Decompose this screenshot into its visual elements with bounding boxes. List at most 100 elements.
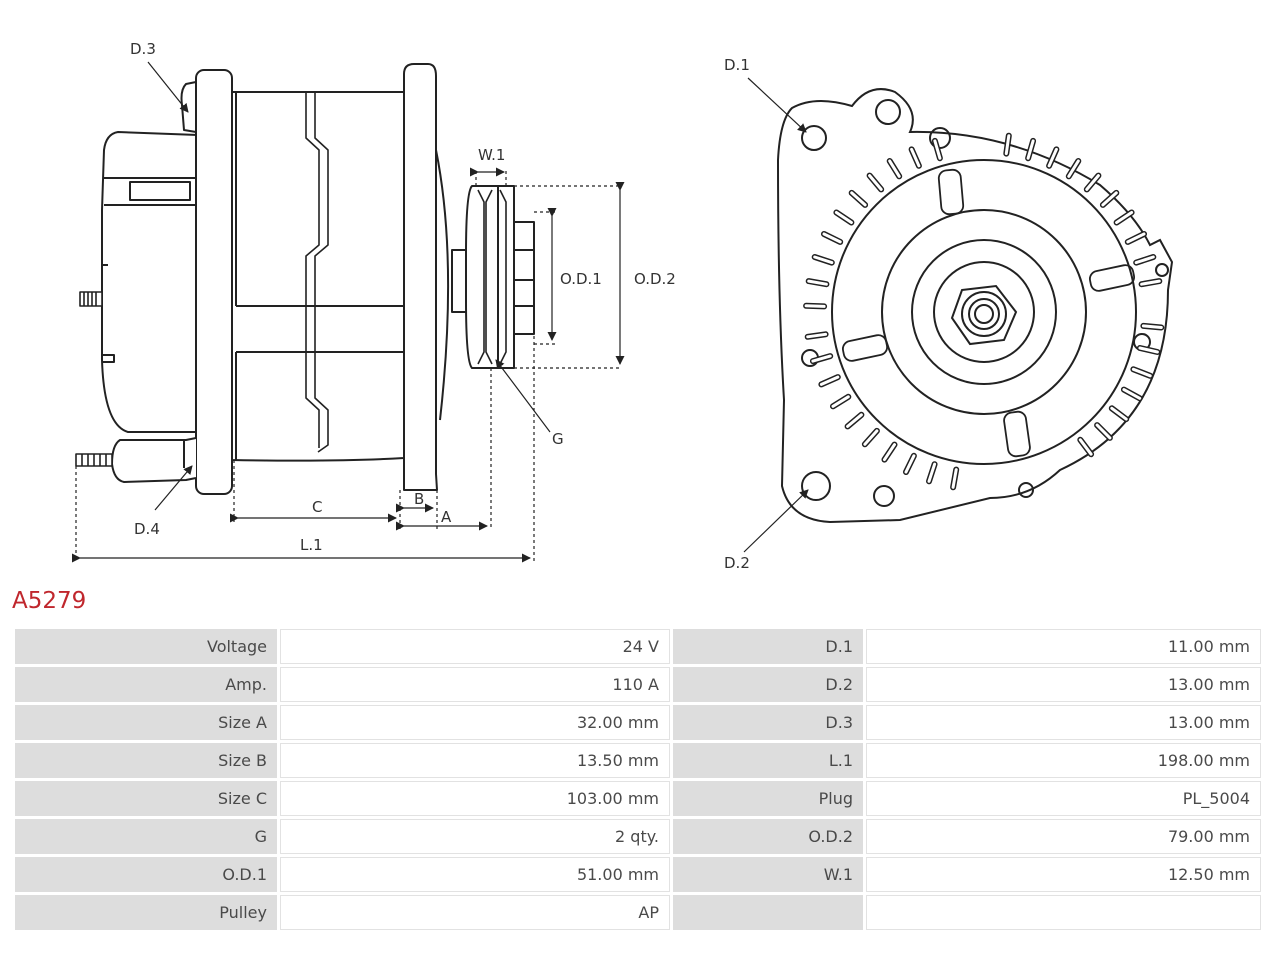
- vent-slot: [933, 139, 942, 160]
- spec-label: D.1: [673, 629, 863, 664]
- vent-slot: [1115, 211, 1134, 224]
- pulley: [465, 185, 535, 369]
- vent-slot: [1095, 423, 1112, 440]
- vent-slot: [1078, 438, 1093, 456]
- vent-slot: [904, 454, 916, 474]
- vent-slot: [868, 174, 883, 191]
- spec-label: O.D.1: [15, 857, 277, 892]
- spec-label: Amp.: [15, 667, 277, 702]
- vent-slot: [1110, 406, 1128, 421]
- spec-label: [673, 895, 863, 930]
- spec-value: 79.00 mm: [866, 819, 1261, 854]
- spec-label: G: [15, 819, 277, 854]
- spec-value: 13.00 mm: [866, 705, 1261, 740]
- label-d3: D.3: [130, 40, 156, 58]
- vent-slots: [803, 132, 1165, 491]
- spec-value: 103.00 mm: [280, 781, 670, 816]
- vent-slot: [910, 147, 921, 168]
- vent-slot: [1101, 191, 1118, 207]
- spec-value: 32.00 mm: [280, 705, 670, 740]
- vent-slot: [1141, 324, 1163, 329]
- front-bracket: [403, 63, 438, 491]
- vent-slot: [834, 211, 853, 224]
- vent-slot: [1067, 159, 1080, 178]
- d2-hole: [801, 471, 831, 501]
- spec-value: 12.50 mm: [866, 857, 1261, 892]
- spec-value: AP: [280, 895, 670, 930]
- label-g: G: [552, 430, 564, 448]
- label-w1: W.1: [478, 146, 505, 164]
- spec-label: Size A: [15, 705, 277, 740]
- vent-slot: [1138, 346, 1159, 354]
- vent-slot: [1140, 279, 1161, 286]
- spec-value: [866, 895, 1261, 930]
- vent-slot: [819, 375, 840, 386]
- vent-slot: [1122, 388, 1142, 400]
- spec-value: 13.50 mm: [280, 743, 670, 778]
- label-d4: D.4: [134, 520, 160, 538]
- vent-slot: [846, 413, 863, 428]
- vent-slot: [1026, 139, 1035, 160]
- label-b: B: [414, 490, 424, 508]
- label-l1: L.1: [300, 536, 323, 554]
- spec-label: O.D.2: [673, 819, 863, 854]
- spec-label: L.1: [673, 743, 863, 778]
- vent-slot: [807, 279, 828, 286]
- spec-value: 198.00 mm: [866, 743, 1261, 778]
- part-number-title: A5279: [12, 588, 87, 614]
- label-d2: D.2: [724, 554, 750, 572]
- dimensions: [72, 61, 625, 563]
- spec-label: Voltage: [15, 629, 277, 664]
- side-view: [75, 63, 535, 495]
- vent-slot: [850, 191, 867, 207]
- vent-slot: [1085, 174, 1100, 191]
- spec-value: PL_5004: [866, 781, 1261, 816]
- spec-label: Plug: [673, 781, 863, 816]
- spec-value: 24 V: [280, 629, 670, 664]
- vent-slot: [1126, 232, 1146, 244]
- rear-bracket: [195, 69, 233, 495]
- vent-slot: [804, 304, 826, 308]
- vent-slot: [831, 395, 850, 408]
- label-od1: O.D.1: [560, 270, 602, 288]
- pulley-hub: [933, 261, 1035, 363]
- label-od2: O.D.2: [634, 270, 676, 288]
- spec-label: D.3: [673, 705, 863, 740]
- vent-slot: [1004, 134, 1011, 156]
- spec-value: 110 A: [280, 667, 670, 702]
- alternator-drawing: D.3 D.4 W.1 O.D.1 O.D.2 G B A C L.1 D.1 …: [72, 40, 1174, 572]
- label-d1: D.1: [724, 56, 750, 74]
- vent-slot: [1131, 367, 1152, 378]
- stator-body: [231, 91, 405, 462]
- spec-label: Size C: [15, 781, 277, 816]
- label-c: C: [312, 498, 322, 516]
- spec-label: Pulley: [15, 895, 277, 930]
- spec-label: Size B: [15, 743, 277, 778]
- spec-value: 11.00 mm: [866, 629, 1261, 664]
- vent-slot: [813, 255, 834, 265]
- vent-slot: [822, 232, 842, 244]
- vent-slot: [888, 159, 901, 178]
- spec-label: D.2: [673, 667, 863, 702]
- spec-value: 2 qty.: [280, 819, 670, 854]
- vent-slot: [1134, 255, 1155, 265]
- parting-line: [314, 92, 329, 453]
- spec-value: 51.00 mm: [280, 857, 670, 892]
- spec-value: 13.00 mm: [866, 667, 1261, 702]
- rear-stud: [79, 291, 103, 307]
- vent-slot: [951, 468, 958, 489]
- front-stud: [75, 453, 113, 467]
- spec-label: W.1: [673, 857, 863, 892]
- vent-slot: [863, 429, 879, 446]
- front-view: [776, 88, 1174, 524]
